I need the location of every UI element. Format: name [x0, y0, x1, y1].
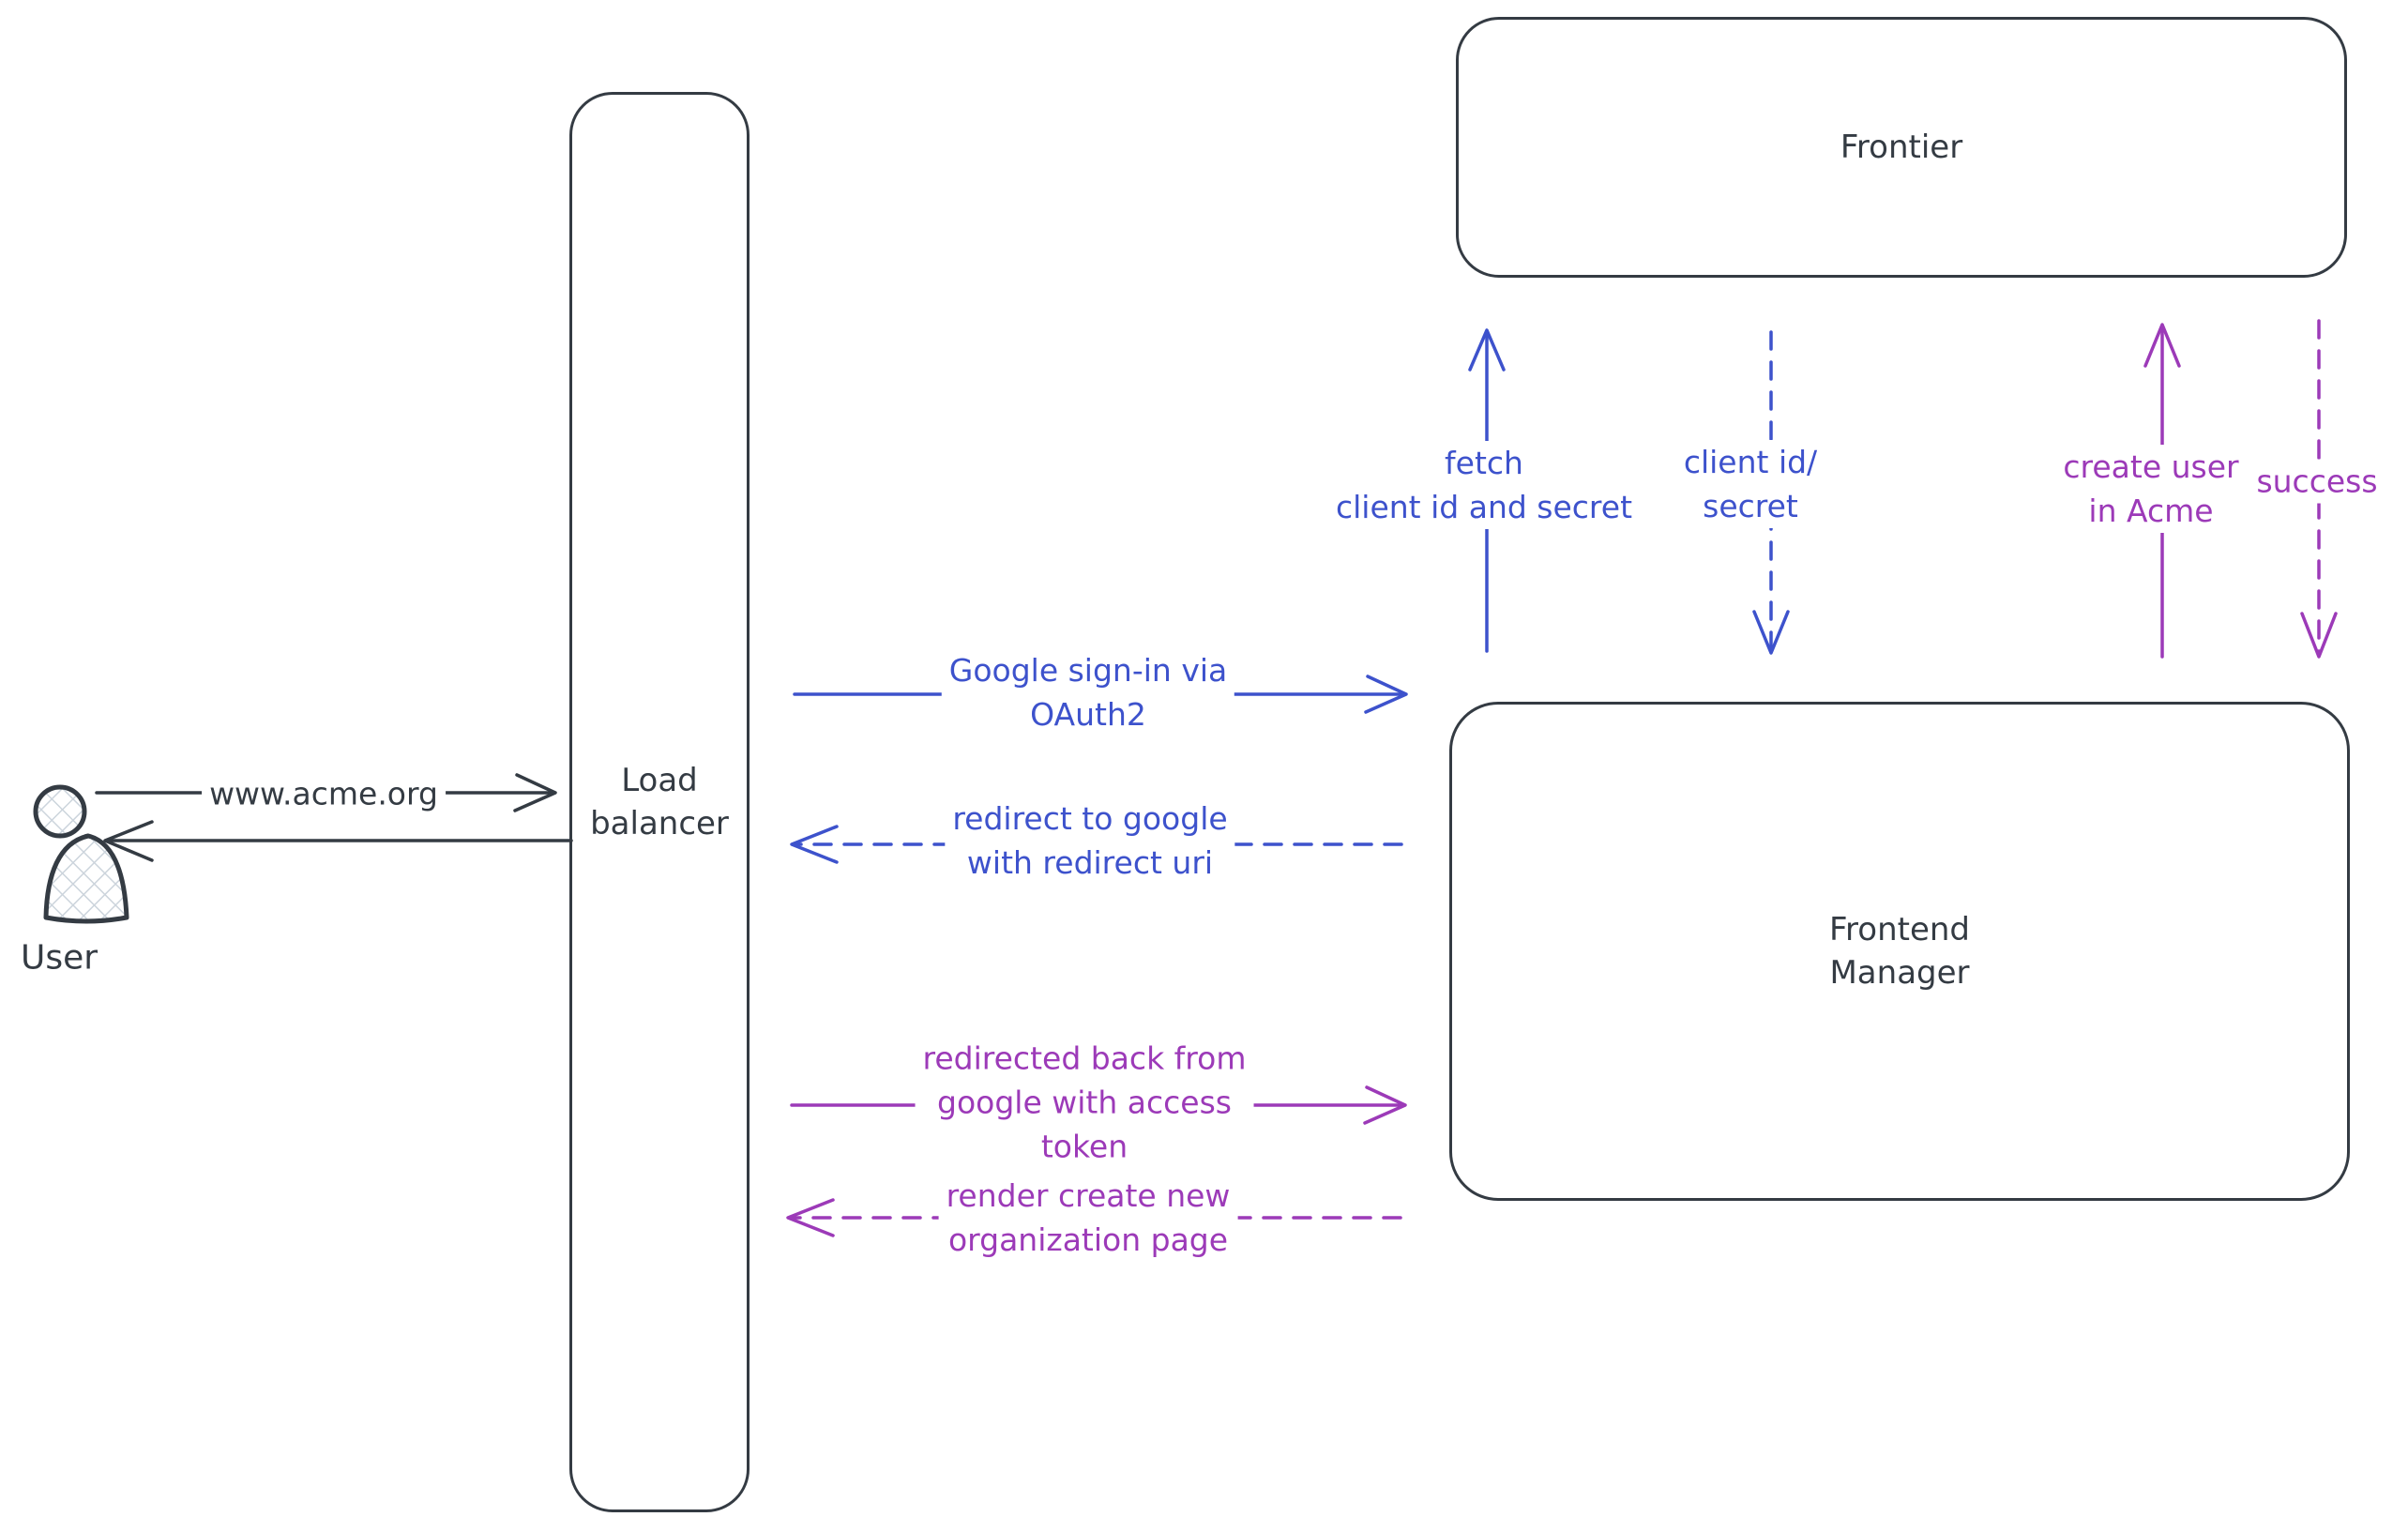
- redirected-back-edge-label: redirected back from google with access …: [915, 1036, 1254, 1169]
- user-label: User: [20, 938, 98, 978]
- lb-to-user-arrow: [103, 820, 573, 862]
- create-user-edge-label: create user in Acme: [2055, 445, 2247, 533]
- user-icon: [33, 784, 129, 924]
- frontier-label: Frontier: [1840, 129, 1963, 166]
- frontier-node: Frontier: [1456, 17, 2347, 278]
- success-edge-label: success: [2249, 459, 2385, 504]
- render-org-edge-label: render create new organization page: [938, 1174, 1238, 1262]
- client-id-secret-edge-label: client id/ secret: [1675, 440, 1825, 528]
- google-signin-edge-label: Google sign-in via OAuth2: [941, 648, 1235, 736]
- load-balancer-label: Load balancer: [590, 762, 729, 842]
- fetch-secret-edge-label: fetch client id and secret: [1327, 441, 1641, 529]
- load-balancer-node: Load balancer: [569, 92, 750, 1512]
- frontend-manager-node: Frontend Manager: [1449, 702, 2350, 1201]
- www-acme-edge-label: www.acme.org: [202, 771, 446, 816]
- frontend-manager-label: Frontend Manager: [1828, 911, 1971, 992]
- redirect-google-edge-label: redirect to google with redirect uri: [945, 796, 1235, 885]
